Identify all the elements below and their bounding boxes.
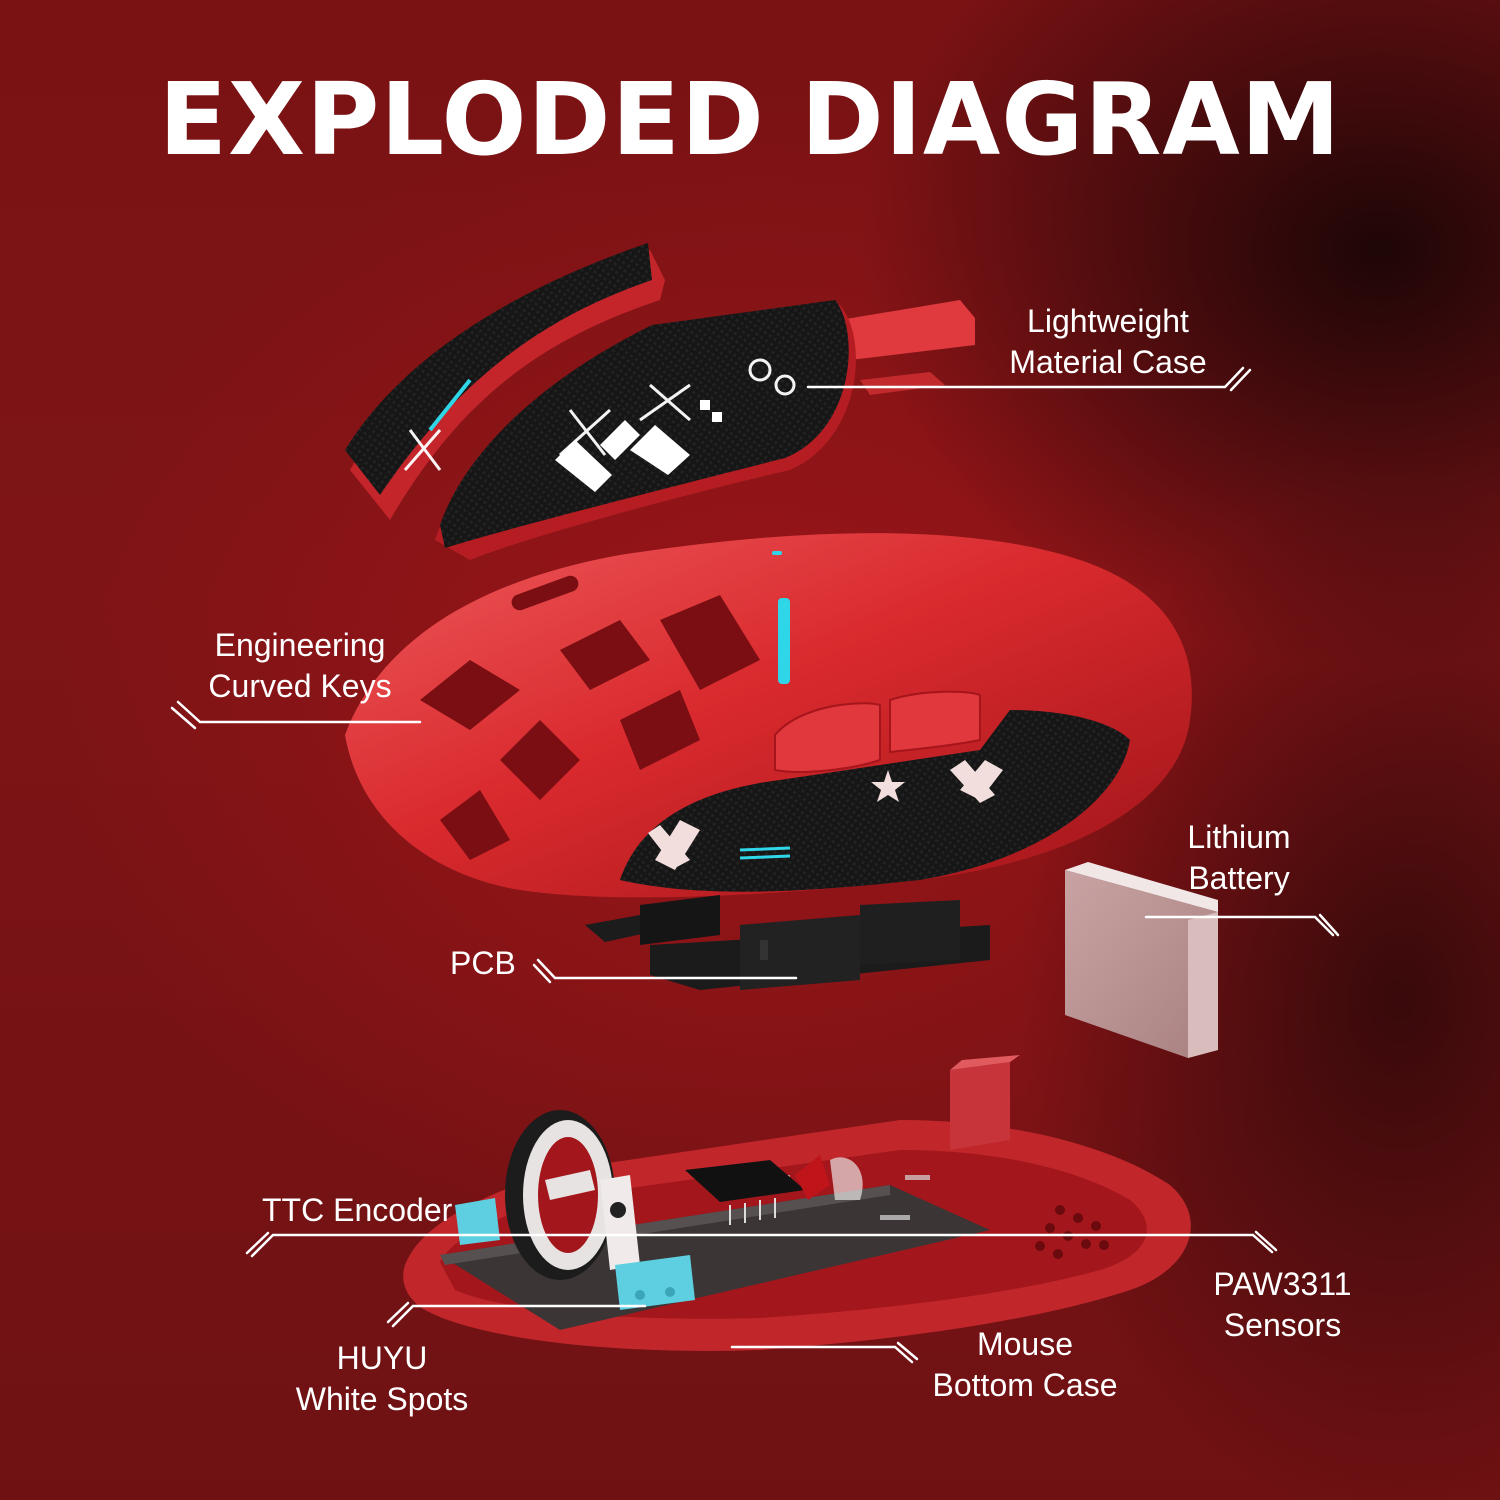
label-engineering-curved-keys: Engineering Curved Keys bbox=[200, 625, 400, 707]
label-huyu-white-spots: HUYU White Spots bbox=[282, 1338, 482, 1420]
label-paw3311-sensors: PAW3311 Sensors bbox=[1200, 1264, 1365, 1346]
label-pcb: PCB bbox=[450, 943, 530, 984]
label-ttc-encoder: TTC Encoder bbox=[262, 1190, 462, 1231]
main-shell bbox=[345, 533, 1192, 898]
label-lightweight-material-case: Lightweight Material Case bbox=[1000, 301, 1216, 383]
label-line: Sensors bbox=[1223, 1307, 1342, 1343]
pcb-part bbox=[585, 895, 990, 990]
label-mouse-bottom-case: Mouse Bottom Case bbox=[915, 1324, 1135, 1406]
label-line: Curved Keys bbox=[208, 668, 392, 704]
label-line: PCB bbox=[450, 945, 516, 981]
label-line: Lightweight bbox=[1027, 303, 1189, 339]
label-line: Battery bbox=[1188, 860, 1290, 896]
label-line: Mouse bbox=[976, 1326, 1074, 1362]
label-line: HUYU bbox=[336, 1340, 428, 1376]
battery-part bbox=[1065, 862, 1218, 1058]
top-shell bbox=[345, 243, 975, 560]
bottom-case-part bbox=[403, 1055, 1191, 1351]
label-line: Lithium bbox=[1187, 819, 1291, 855]
page-title: EXPLODED DIAGRAM bbox=[158, 61, 1342, 178]
label-line: TTC Encoder bbox=[262, 1192, 453, 1228]
label-line: PAW3311 bbox=[1213, 1266, 1352, 1302]
label-line: Bottom Case bbox=[932, 1367, 1118, 1403]
label-lithium-battery: Lithium Battery bbox=[1172, 817, 1306, 899]
label-line: Engineering bbox=[214, 627, 386, 663]
label-line: White Spots bbox=[295, 1381, 469, 1417]
label-line: Material Case bbox=[1009, 344, 1207, 380]
